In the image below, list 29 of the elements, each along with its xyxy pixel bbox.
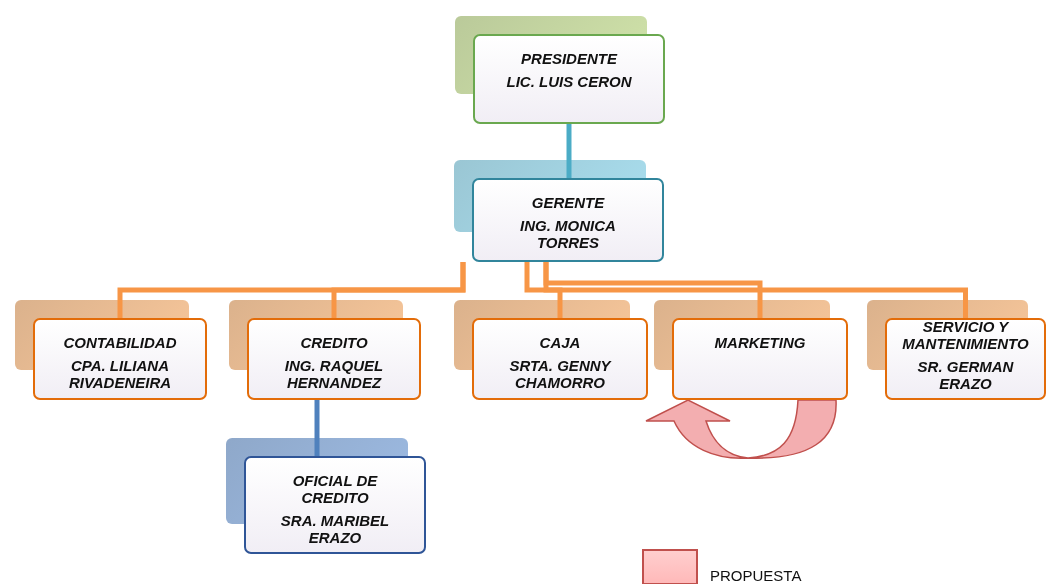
org-box [473, 34, 665, 124]
connector-line [314, 400, 320, 456]
unit-title: CONTABILIDAD [63, 334, 177, 351]
unit-title: SERVICIO Y MANTENIMIENTO [901, 318, 1030, 352]
legend-label: PROPUESTA [710, 567, 802, 584]
unit-title: GERENTE [531, 194, 605, 211]
person-name: ING. RAQUEL HERNANDEZ [283, 357, 385, 391]
person-name: SR. GERMAN ERAZO [916, 358, 1015, 392]
connector-line [566, 124, 572, 178]
org-box [472, 318, 648, 400]
person-name: SRTA. GENNY CHAMORRO [508, 357, 613, 391]
unit-title: PRESIDENTE [521, 50, 617, 67]
person-name: ING. MONICA TORRES [519, 217, 617, 251]
org-box [472, 178, 664, 262]
org-box [672, 318, 848, 400]
connector-line [331, 262, 466, 318]
org-box [244, 456, 426, 554]
org-box [33, 318, 207, 400]
connector-line [543, 262, 968, 318]
unit-title: CREDITO [300, 334, 368, 351]
person-name: SRA. MARIBEL ERAZO [279, 512, 391, 546]
unit-title: MARKETING [714, 334, 806, 351]
unit-title: CAJA [539, 334, 581, 351]
person-name: LIC. LUIS CERON [506, 73, 632, 90]
org-box [247, 318, 421, 400]
unit-title: OFICIAL DE CREDITO [291, 472, 379, 506]
person-name: CPA. LILIANA RIVADENEIRA [67, 357, 173, 391]
org-box [885, 318, 1046, 400]
connector-line [524, 262, 563, 318]
